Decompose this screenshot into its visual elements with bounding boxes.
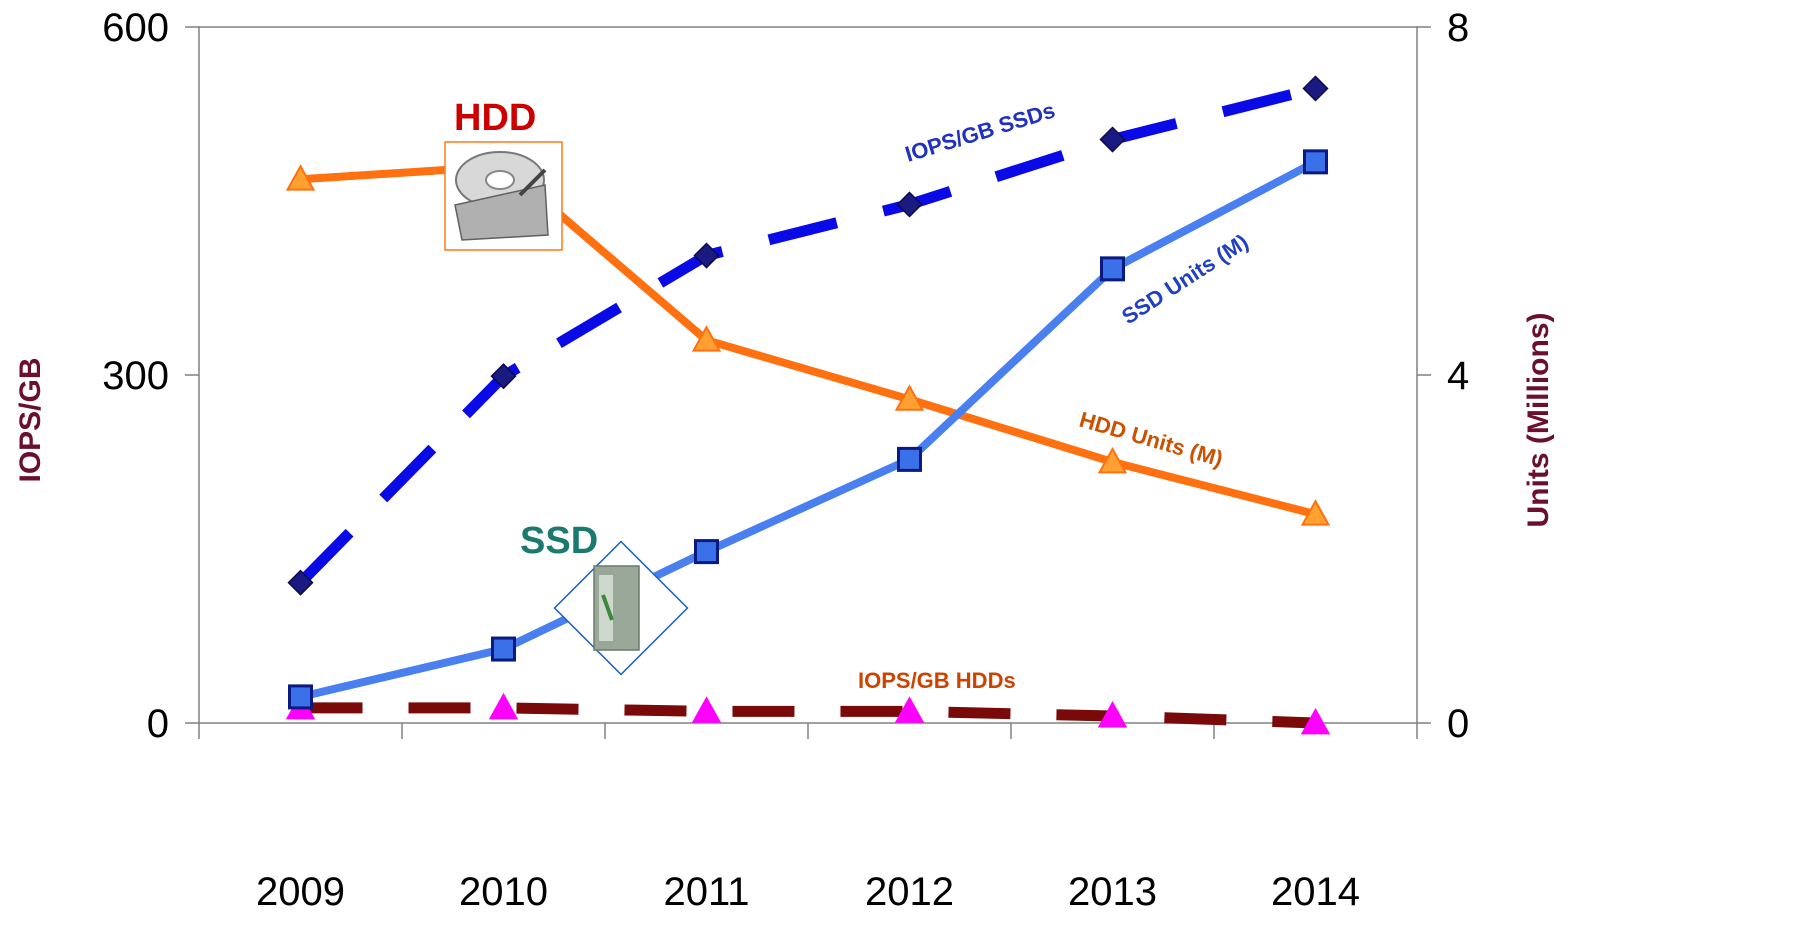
left-tick-label: 0 [147,702,169,746]
right-tick-label: 4 [1447,354,1469,398]
ticks-layer: 2009 2010 2011 2012 2013 2014 0 300 600 0 4 8 [102,6,1469,914]
series-marker-1 [1100,256,1125,282]
left-axis-title: IOPS/GB [14,357,47,482]
series-label-iops-hdd: IOPS/GB HDDs [858,668,1016,693]
series-marker-0 [490,363,517,390]
x-tick-label: 2012 [865,870,954,914]
right-tick-label: 8 [1447,6,1469,50]
series-marker-0 [693,242,720,269]
series-marker-0 [1302,75,1329,102]
x-tick-label: 2011 [663,870,749,914]
series-line-0 [296,83,1317,587]
series-marker-0 [896,191,923,218]
series-marker-2 [1097,446,1128,474]
x-tick-label: 2009 [256,870,345,914]
plot-area [198,26,1418,724]
series-marker-2 [894,384,925,411]
series-marker-3 [691,696,722,723]
x-tick-label: 2010 [459,870,548,914]
series-marker-1 [288,684,313,710]
series-marker-3 [1097,700,1128,728]
ssd-callout: SSD [520,520,598,562]
series-line-1 [299,158,1318,701]
x-tick-label: 2014 [1271,870,1360,914]
series-label-iops-ssd: IOPS/GB SSDs [902,97,1058,166]
series-marker-1 [491,636,516,662]
series-marker-1 [897,446,922,472]
series-marker-0 [1099,126,1126,153]
series-marker-2 [691,325,722,352]
series-marker-3 [488,692,519,720]
series-marker-1 [1303,149,1328,175]
right-tick-label: 0 [1447,702,1469,746]
left-tick-label: 300 [102,354,169,398]
left-tick-label: 600 [102,6,169,50]
ssd-drive-picture [593,565,640,651]
x-tick-label: 2013 [1068,870,1157,914]
hdd-callout: HDD [454,97,536,139]
series-label-ssd-units: SSD Units (M) [1117,229,1253,329]
series-marker-3 [894,696,925,723]
series-marker-0 [287,569,314,596]
series-line-3 [300,702,1316,729]
right-axis-title: Units (Millions) [1522,313,1555,528]
hdd-image [444,141,563,251]
series-marker-2 [285,164,316,191]
series-marker-2 [1300,499,1331,526]
lines-layer [285,75,1331,735]
series-marker-1 [694,539,719,565]
series-marker-3 [1300,707,1331,735]
